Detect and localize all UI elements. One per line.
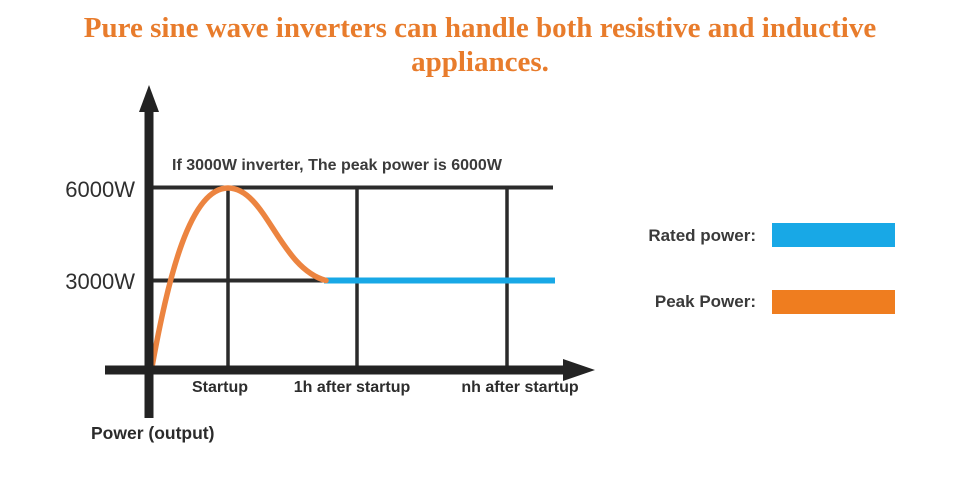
y-axis-title: Power (output) — [91, 423, 215, 443]
page-title-line-2: appliances. — [411, 46, 549, 78]
legend-rated-power-swatch — [772, 223, 895, 247]
peak-power-curve — [149, 185, 329, 370]
y-tick-6000w: 6000W — [65, 177, 135, 202]
page-title: Pure sine wave inverters can handle both… — [0, 11, 960, 79]
peak-power-annotation: If 3000W inverter, The peak power is 600… — [172, 157, 502, 174]
page-title-line-1: Pure sine wave inverters can handle both… — [83, 12, 877, 44]
y-tick-3000w: 3000W — [65, 269, 135, 294]
x-tick-startup: Startup — [192, 379, 248, 396]
y-axis-arrow-icon — [139, 85, 159, 112]
legend-peak-power-swatch — [772, 290, 895, 314]
legend-peak-power-label: Peak Power: — [654, 292, 756, 311]
x-tick-1h-after-startup: 1h after startup — [293, 379, 411, 396]
legend-rated-power-label: Rated power: — [648, 226, 756, 245]
x-axis-arrow-icon — [563, 359, 595, 381]
x-tick-nh-after-startup: nh after startup — [461, 379, 579, 396]
